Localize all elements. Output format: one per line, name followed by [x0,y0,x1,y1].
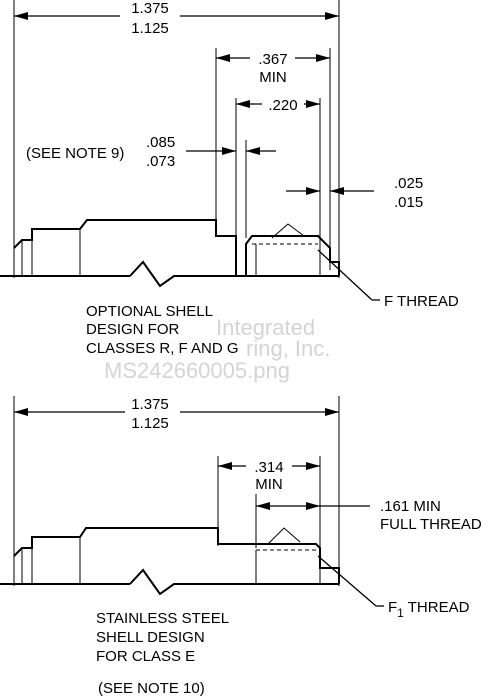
f1-thread-subscript: 1 [397,606,404,620]
arrowhead [306,100,320,108]
arrowhead [14,12,28,20]
arrowhead [256,502,270,510]
label-mask [250,48,295,84]
watermark-line2: ring, Inc. [246,336,330,361]
see-note-10-label: (SEE NOTE 10) [98,680,205,697]
dim-015-label: .015 [394,194,423,211]
label-mask [125,401,180,419]
dim-085-label: .085 [146,134,175,151]
arrowhead [222,147,236,155]
see-note-9-label: (SEE NOTE 9) [26,145,124,162]
overall-max-label: 1.375 [131,396,169,413]
f-thread-label: F THREAD [384,293,459,310]
f-thread-leader [317,249,373,301]
top-view: 1.375 1.125 .367 MIN .220 (SEE NOTE 9) .… [0,0,459,357]
f1-thread-label: F1 THREAD [388,599,470,620]
full-thread-label: FULL THREAD [380,516,482,533]
f1-thread-leader [317,555,377,607]
arrowhead [14,408,28,416]
top-caption-line3: CLASSES R, F AND G [86,340,239,357]
break-line [129,568,339,596]
dim-367-label: .367 [258,51,287,68]
shell-outline-bottom [13,527,340,584]
dim-367-min-label: MIN [259,69,287,86]
arrowhead [306,502,320,510]
watermark: Integrated ring, Inc. MS242660005.png [104,315,330,383]
arrowhead [216,54,230,62]
arrowhead [325,408,339,416]
arrowhead [218,462,232,470]
thread-callout-mark [267,527,301,545]
bottom-view: 1.375 1.125 .314 MIN .161 MIN FULL THREA… [0,396,482,697]
arrowhead [236,100,250,108]
dim-025-label: .025 [394,175,423,192]
shell-outline-top [13,219,340,276]
arrowhead [306,187,320,195]
thread-callout-mark [271,223,305,239]
f1-thread-letter: F [388,599,397,616]
label-mask [120,6,180,24]
top-caption-line1: OPTIONAL SHELL [86,303,213,320]
f1-thread-rest: THREAD [404,599,470,616]
overall-min-label: 1.125 [131,415,169,432]
watermark-line1: Integrated [216,315,315,340]
dim-314-label: .314 [254,459,283,476]
break-line [129,260,339,288]
dim-220-label: .220 [268,97,297,114]
arrowhead [316,54,330,62]
top-caption-line2: DESIGN FOR [86,321,180,338]
bottom-caption-line3: FOR CLASS E [96,648,195,665]
dim-073-label: .073 [146,153,175,170]
bottom-caption-line1: STAINLESS STEEL [96,610,229,627]
overall-max-label: 1.375 [131,0,169,17]
bottom-caption-line2: SHELL DESIGN [96,629,205,646]
watermark-line3: MS242660005.png [104,358,290,383]
label-mask [262,96,304,112]
arrowhead [306,462,320,470]
dim-314-min-label: MIN [255,476,283,493]
arrowhead [246,147,260,155]
arrowhead [325,12,339,20]
overall-min-label: 1.125 [131,20,169,37]
label-mask [246,456,292,490]
dim-161-label: .161 MIN [380,498,441,515]
arrowhead [330,187,344,195]
